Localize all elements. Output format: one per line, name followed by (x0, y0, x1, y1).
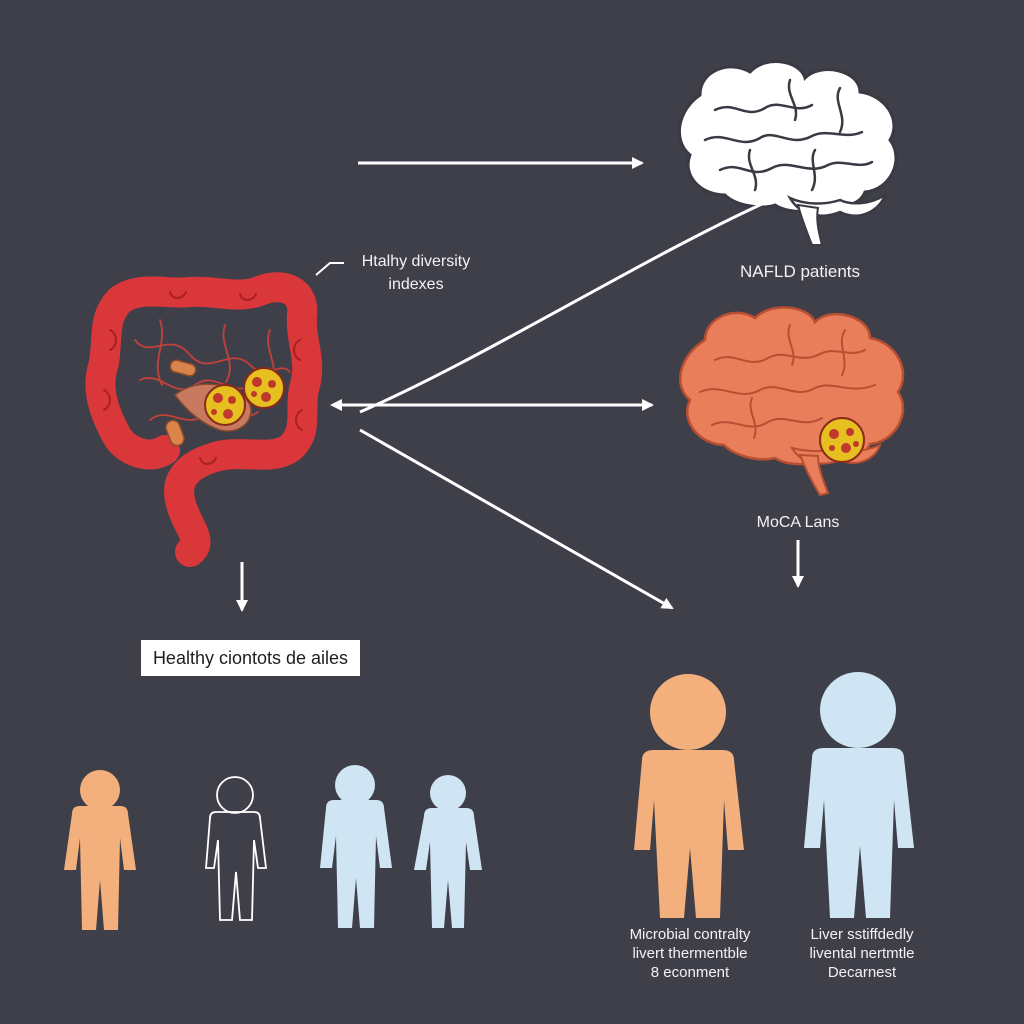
left-caption-line2: livert thermentble (632, 945, 747, 962)
person-icon-4 (414, 775, 482, 928)
person-icon-3 (320, 765, 392, 928)
arrow-icon-diagonal-down (359, 428, 674, 610)
bacteria-icon-gut-2 (243, 367, 285, 409)
leader-line (315, 262, 344, 276)
brain-icon-top (678, 60, 898, 246)
intestine-icon (85, 272, 323, 567)
person-icon-5 (634, 674, 744, 918)
nafld-label: NAFLD patients (740, 262, 860, 281)
diversity-label-line2: indexes (388, 276, 443, 293)
person-icon-6 (804, 672, 914, 918)
moca-label: MoCA Lans (757, 514, 840, 531)
person-icon-1 (64, 770, 136, 930)
arrow-icon-diagonal-up (359, 202, 763, 414)
left-caption-line1: Microbial contralty (630, 926, 751, 943)
left-caption-line3: 8 econment (651, 964, 730, 981)
person-icon-2 (205, 776, 268, 921)
arrows (236, 157, 804, 612)
right-caption-line3: Decarnest (828, 964, 897, 981)
brain-icon-bottom (679, 306, 905, 497)
healthy-cohort-label: Healthy ciontots de ailes (141, 640, 360, 676)
diversity-label-line1: Htalhy diversity (362, 253, 470, 270)
bacteria-icon-gut-1 (204, 384, 246, 426)
right-caption-line1: Liver sstiffdedly (810, 926, 914, 943)
right-caption-line2: livental nertmtle (809, 945, 914, 962)
bacteria-icon-brain (819, 417, 865, 463)
